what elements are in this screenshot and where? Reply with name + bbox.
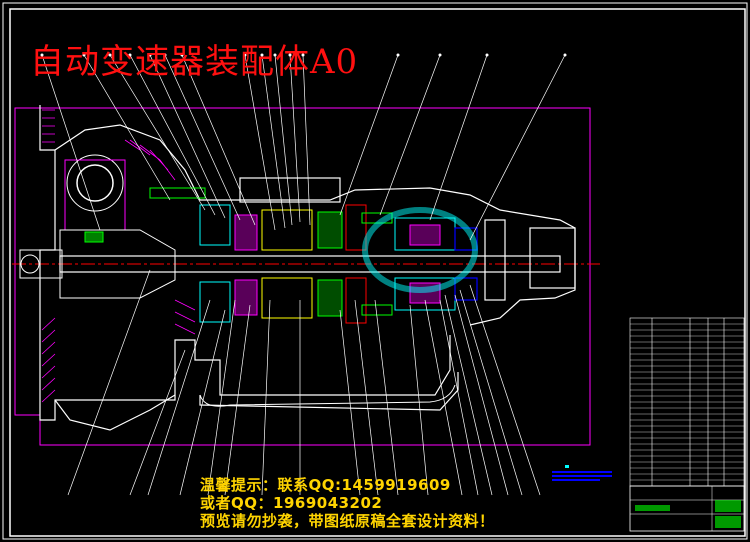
contact-notice-line3: 预览请勿抄袭，带图纸原稿全套设计资料！ [200, 512, 495, 530]
torque-converter [59, 154, 176, 299]
magenta-boundary [14, 107, 591, 446]
leader-lines-top [41, 54, 566, 241]
drawing-title: 自动变速器装配体A0 [30, 42, 359, 82]
contact-notice-line2: 或者QQ：1969043202 [200, 494, 383, 512]
contact-notice-line1: 温馨提示：联系QQ:1459919609 [200, 476, 451, 494]
technical-notes [552, 465, 612, 481]
leader-lines-bottom [67, 269, 541, 496]
parts-list-rows [630, 323, 744, 481]
housing-hatching [41, 109, 196, 403]
gear-sets [84, 187, 478, 324]
inner-frame [9, 8, 746, 537]
title-block [629, 485, 745, 532]
leader-labels-top [40, 53, 567, 57]
main-shaft [19, 249, 561, 279]
transmission-housing [39, 105, 576, 431]
oil-pan [199, 384, 456, 407]
